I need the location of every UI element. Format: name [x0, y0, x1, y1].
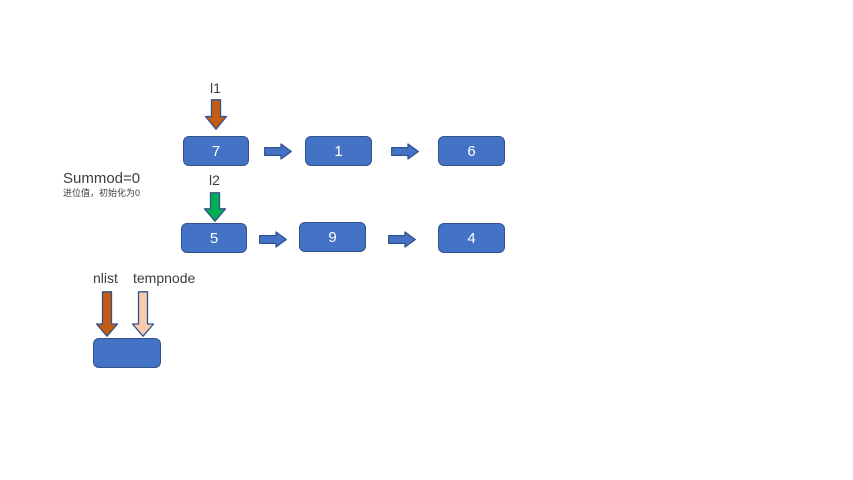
right-arrow-icon: [259, 231, 287, 248]
list1-node-0: 7: [183, 136, 249, 166]
down-arrow-icon: [203, 192, 227, 222]
list2-node-1: 9: [299, 222, 366, 252]
list2-node-2: 4: [438, 223, 505, 253]
nlist-pointer-label: nlist: [93, 270, 118, 286]
list1-pointer-label: l1: [210, 80, 221, 96]
list1-node-2: 6: [438, 136, 505, 166]
list2-pointer-label: l2: [209, 172, 220, 188]
list2-node-0: 5: [181, 223, 247, 253]
tempnode-pointer-label: tempnode: [133, 270, 196, 286]
summod-title: Summod=0: [63, 170, 141, 187]
down-arrow-icon: [204, 99, 228, 130]
down-arrow-icon: [131, 291, 155, 337]
summod-note: 进位值，初始化为0: [63, 188, 141, 198]
list1-node-1: 1: [305, 136, 372, 166]
right-arrow-icon: [264, 143, 292, 160]
right-arrow-icon: [388, 231, 416, 248]
result-node: [93, 338, 161, 368]
down-arrow-icon: [95, 291, 119, 337]
right-arrow-icon: [391, 143, 419, 160]
